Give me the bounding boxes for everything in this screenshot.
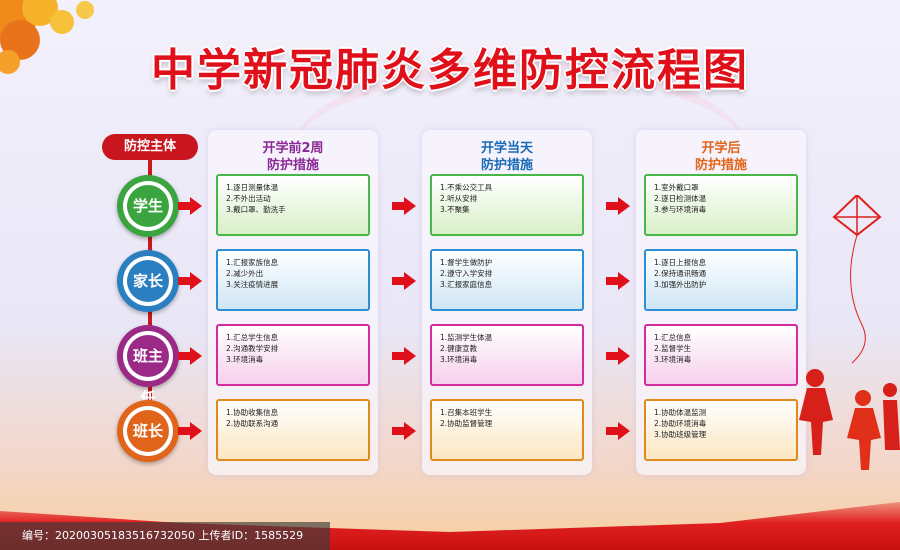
measure-item: 2.不外出活动 (226, 194, 271, 203)
measure-item: 1.监测学生体温 (440, 333, 493, 342)
measure-box-head-teacher: 1.汇总信息 2.监督学生 3.环境消毒 (644, 324, 798, 386)
measure-item: 1.协助体温监测 (654, 408, 707, 417)
measure-item: 2.减少外出 (226, 269, 264, 278)
measure-item: 2.协助监督管理 (440, 419, 493, 428)
measure-box-student: 1.不乘公交工具 2.听从安排 3.不聚集 (430, 174, 584, 236)
phase-panel-first-day: 开学当天 防护措施 1.不乘公交工具 2.听从安排 3.不聚集 1.督学生做防护… (422, 130, 592, 475)
measure-item: 1.不乘公交工具 (440, 183, 493, 192)
measure-item: 2.逐日检测体温 (654, 194, 707, 203)
measure-box-student: 1.室外戴口罩 2.逐日检测体温 3.参与环境消毒 (644, 174, 798, 236)
measure-item: 3.关注疫情进展 (226, 280, 279, 289)
flow-arrow (178, 272, 202, 290)
measure-item: 3.环境消毒 (226, 355, 264, 364)
flow-arrow (178, 197, 202, 215)
measure-item: 1.逐日上报信息 (654, 258, 707, 267)
flow-arrow (392, 347, 416, 365)
measure-box-monitor: 1.协助体温监测 2.协助环境消毒 3.协助班级管理 (644, 399, 798, 461)
phase-header: 开学后 防护措施 (636, 140, 806, 174)
flow-arrow (392, 272, 416, 290)
measure-box-head-teacher: 1.汇总学生信息 2.沟通教学安排 3.环境消毒 (216, 324, 370, 386)
subject-label: 班长 (127, 410, 169, 452)
subject-label: 班主任 (127, 335, 169, 407)
measure-item: 3.加强外出防护 (654, 280, 707, 289)
phase-title: 开学当天 (480, 141, 533, 156)
phase-subtitle: 防护措施 (480, 158, 533, 173)
measure-box-student: 1.逐日测量体温 2.不外出活动 3.戴口罩、勤洗手 (216, 174, 370, 236)
measure-box-monitor: 1.协助收集信息 2.协助联系沟通 (216, 399, 370, 461)
flow-arrow (392, 197, 416, 215)
phase-subtitle: 防护措施 (694, 158, 747, 173)
autumn-leaves-decoration (0, 0, 94, 74)
phase-subtitle: 防护措施 (266, 158, 319, 173)
subject-circle-parent: 家长 (117, 250, 179, 312)
measure-item: 1.汇总学生信息 (226, 333, 279, 342)
measure-item: 2.健康宣教 (440, 344, 478, 353)
watermark-footer: 编号：20200305183516732050 上传者ID：1585529 (0, 522, 330, 550)
measure-item: 3.环境消毒 (654, 355, 692, 364)
measure-item: 2.遵守入学安排 (440, 269, 493, 278)
measure-item: 1.汇总信息 (654, 333, 692, 342)
subject-circle-head-teacher: 班主任 (117, 325, 179, 407)
measure-box-parent: 1.逐日上报信息 2.保持通讯畅通 3.加强外出防护 (644, 249, 798, 311)
measure-item: 2.协助联系沟通 (226, 419, 279, 428)
phase-header: 开学当天 防护措施 (422, 140, 592, 174)
measure-item: 1.室外戴口罩 (654, 183, 699, 192)
measure-item: 3.汇报家庭信息 (440, 280, 493, 289)
measure-box-monitor: 1.召集本班学生 2.协助监督管理 (430, 399, 584, 461)
measure-box-head-teacher: 1.监测学生体温 2.健康宣教 3.环境消毒 (430, 324, 584, 386)
measure-item: 3.戴口罩、勤洗手 (226, 205, 286, 214)
children-silhouette-icon (799, 369, 900, 470)
measure-item: 3.环境消毒 (440, 355, 478, 364)
flow-arrow (178, 347, 202, 365)
flow-arrow (606, 272, 630, 290)
flow-arrow (392, 422, 416, 440)
measure-item: 2.监督学生 (654, 344, 692, 353)
measure-item: 3.不聚集 (440, 205, 470, 214)
measure-item: 2.听从安排 (440, 194, 478, 203)
measure-item: 2.保持通讯畅通 (654, 269, 707, 278)
page-title: 中学新冠肺炎多维防控流程图 (151, 45, 749, 96)
flow-arrow (606, 422, 630, 440)
measure-box-parent: 1.汇报家族信息 2.减少外出 3.关注疫情进展 (216, 249, 370, 311)
subject-column-header: 防控主体 (102, 134, 198, 160)
subject-label: 学生 (127, 185, 169, 227)
measure-item: 2.协助环境消毒 (654, 419, 707, 428)
phase-title: 开学前2周 (262, 141, 324, 156)
subject-circle-monitor: 班长 (117, 400, 179, 462)
measure-item: 2.沟通教学安排 (226, 344, 279, 353)
subject-label: 家长 (127, 260, 169, 302)
measure-item: 1.逐日测量体温 (226, 183, 279, 192)
measure-item: 1.协助收集信息 (226, 408, 279, 417)
measure-item: 3.协助班级管理 (654, 430, 707, 439)
measure-item: 3.参与环境消毒 (654, 205, 707, 214)
phase-header: 开学前2周 防护措施 (208, 140, 378, 174)
measure-item: 1.召集本班学生 (440, 408, 493, 417)
flow-arrow (178, 422, 202, 440)
flow-arrow (606, 197, 630, 215)
flow-arrow (606, 347, 630, 365)
phase-panel-two-weeks-before: 开学前2周 防护措施 1.逐日测量体温 2.不外出活动 3.戴口罩、勤洗手 1.… (208, 130, 378, 475)
subject-circle-student: 学生 (117, 175, 179, 237)
measure-item: 1.汇报家族信息 (226, 258, 279, 267)
kite-icon (832, 195, 882, 364)
measure-box-parent: 1.督学生做防护 2.遵守入学安排 3.汇报家庭信息 (430, 249, 584, 311)
phase-panel-after-school-starts: 开学后 防护措施 1.室外戴口罩 2.逐日检测体温 3.参与环境消毒 1.逐日上… (636, 130, 806, 475)
phase-title: 开学后 (701, 141, 741, 156)
measure-item: 1.督学生做防护 (440, 258, 493, 267)
